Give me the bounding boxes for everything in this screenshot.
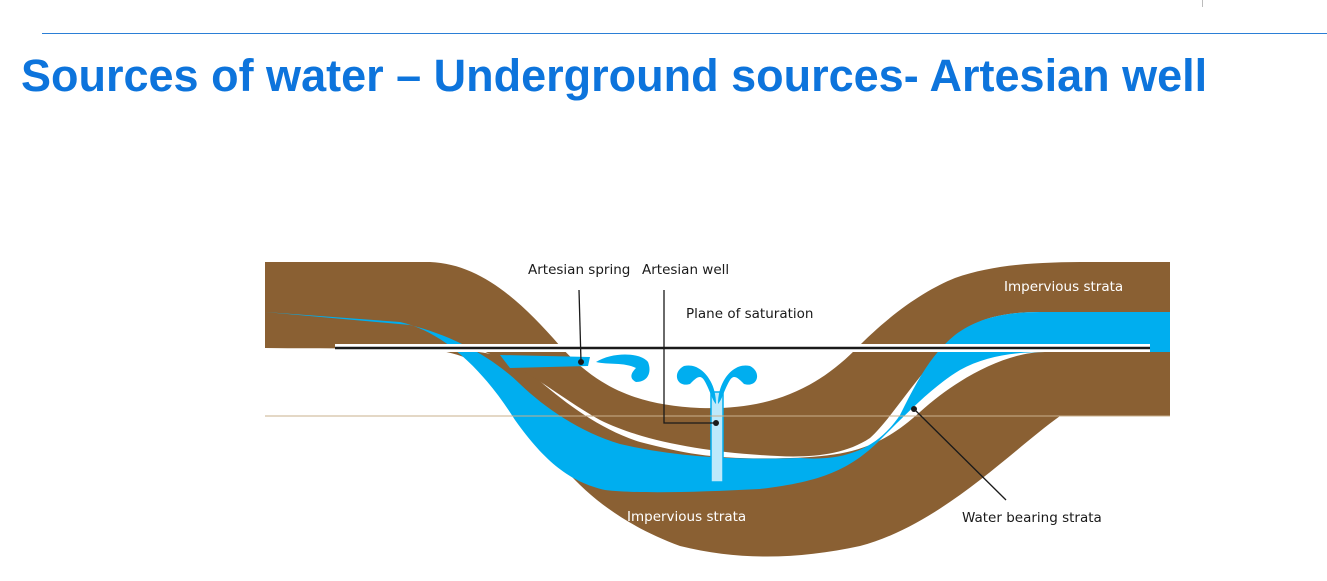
title-divider: [42, 33, 1327, 34]
water-bearing-strata: [265, 312, 1170, 493]
water-bearing-strata-leader-dot: [911, 406, 917, 412]
impervious-strata-lower: [265, 347, 1170, 557]
spring-water-jet: [596, 354, 650, 382]
artesian-spring-leader: [578, 289, 582, 363]
corner-tick: [1202, 0, 1203, 7]
water-bearing-strata-leader: [913, 408, 1007, 501]
impervious-strata-bottom-label: Impervious strata: [627, 509, 746, 525]
plane-of-saturation-label: Plane of saturation: [686, 306, 813, 322]
artesian-spring-label: Artesian spring: [528, 262, 630, 278]
water-bearing-strata-label: Water bearing strata: [962, 510, 1102, 526]
well-water-jet-left: [676, 365, 716, 404]
impervious-strata-upper: [265, 262, 1170, 457]
artesian-well-pipe: [710, 391, 724, 483]
impervious-strata-top-label: Impervious strata: [1004, 279, 1123, 295]
artesian-spring-outflow: [500, 355, 590, 368]
artesian-well-label: Artesian well: [642, 262, 729, 278]
artesian-spring-leader-dot: [578, 359, 584, 365]
artesian-well-leader-dot: [713, 420, 719, 426]
slide-title: Sources of water – Underground sources- …: [21, 50, 1208, 101]
well-water-jet-right: [718, 365, 758, 404]
artesian-well-leader: [663, 290, 716, 424]
